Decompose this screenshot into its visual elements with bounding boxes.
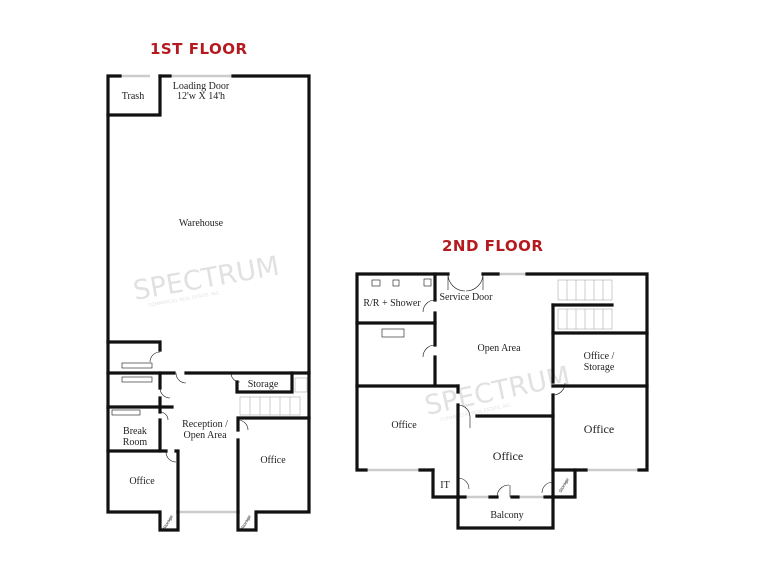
room-break-line2: Room <box>123 437 148 448</box>
loading-door-label: Loading Door <box>173 81 230 92</box>
room-restroom-shower: R/R + Shower <box>363 298 421 309</box>
first-floor-plan: 1ST FLOOR <box>106 40 311 532</box>
storage-small-label: Storage <box>240 514 252 531</box>
room-it: IT <box>440 480 449 491</box>
storage-small-label: Storage <box>162 514 174 531</box>
room-warehouse: Warehouse <box>179 218 224 229</box>
svg-text:SPECTRUM: SPECTRUM <box>422 361 573 422</box>
watermark-1: SPECTRUM COMMERCIAL REAL ESTATE, INC. <box>131 251 282 309</box>
room-office-right: Office <box>260 455 286 466</box>
room-office-storage-line2: Storage <box>584 362 615 373</box>
room-storage: Storage <box>248 379 279 390</box>
stairs <box>239 377 308 416</box>
room-office-left: Office <box>129 476 155 487</box>
room-open-area: Open Area <box>477 343 521 354</box>
room-office-right: Office <box>584 422 614 436</box>
room-reception: Reception / <box>182 419 228 430</box>
room-break: Break <box>123 426 147 437</box>
loading-door-size: 12'w X 14'h <box>177 91 225 102</box>
room-balcony: Balcony <box>490 510 523 521</box>
first-floor-title: 1ST FLOOR <box>150 40 248 58</box>
service-door-label: Service Door <box>439 292 493 303</box>
room-reception-line2: Open Area <box>183 430 227 441</box>
room-office-center: Office <box>493 449 523 463</box>
room-office-left: Office <box>391 420 417 431</box>
stairs <box>557 279 613 330</box>
room-office-storage: Office / <box>584 351 615 362</box>
room-trash: Trash <box>122 91 144 102</box>
second-floor-plan: 2ND FLOOR IT <box>355 237 649 530</box>
second-floor-title: 2ND FLOOR <box>442 237 544 255</box>
storage-small-label: Storage <box>558 477 570 494</box>
